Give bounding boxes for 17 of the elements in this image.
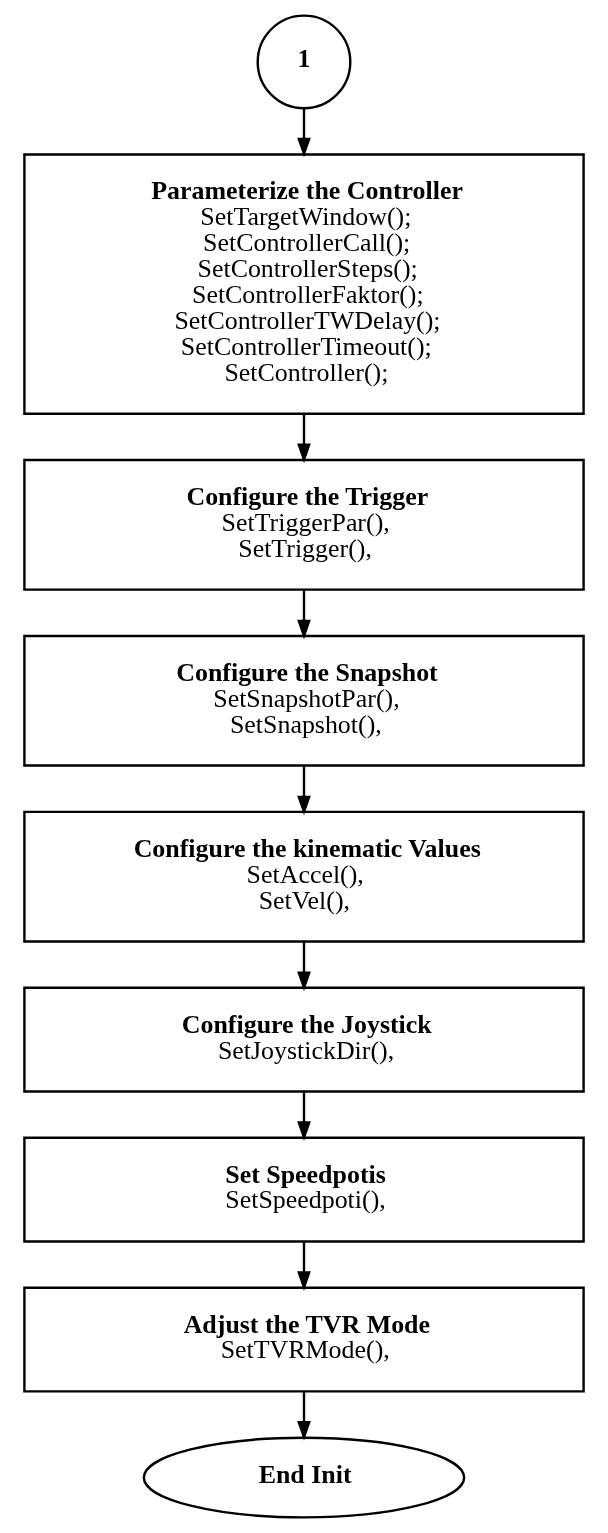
arrow xyxy=(297,1241,311,1291)
node-box: Configure the kinematic Values SetAccel(), SetVel(), xyxy=(23,810,585,943)
arrow xyxy=(297,942,311,992)
arrow xyxy=(297,1091,311,1141)
node-circle: 1 xyxy=(256,14,352,110)
arrow xyxy=(297,1392,311,1441)
node-box: Set Speedpotis SetSpeedpoti(), xyxy=(23,1136,585,1243)
node-box: Adjust the TVR Mode SetTVRMode(), xyxy=(23,1286,585,1393)
node-box: Configure the Joystick SetJoystickDir(), xyxy=(23,986,585,1093)
arrow xyxy=(297,414,311,464)
node-box: Configure the Snapshot SetSnapshotPar(), SetSnapshot(), xyxy=(23,634,585,767)
arrow xyxy=(297,589,311,640)
node-ellipse: End Init xyxy=(142,1436,466,1519)
arrow xyxy=(297,108,311,158)
node-box: Parameterize the Controller SetTargetWindow(); SetControllerCall(); SetControllerSteps(); SetControllerFaktor(); SetControllerTWDelay(); SetControllerTimeout(); SetController(); xyxy=(23,153,585,415)
node-box: Configure the Trigger SetTriggerPar(), SetTrigger(), xyxy=(23,458,585,591)
arrow xyxy=(297,765,311,816)
